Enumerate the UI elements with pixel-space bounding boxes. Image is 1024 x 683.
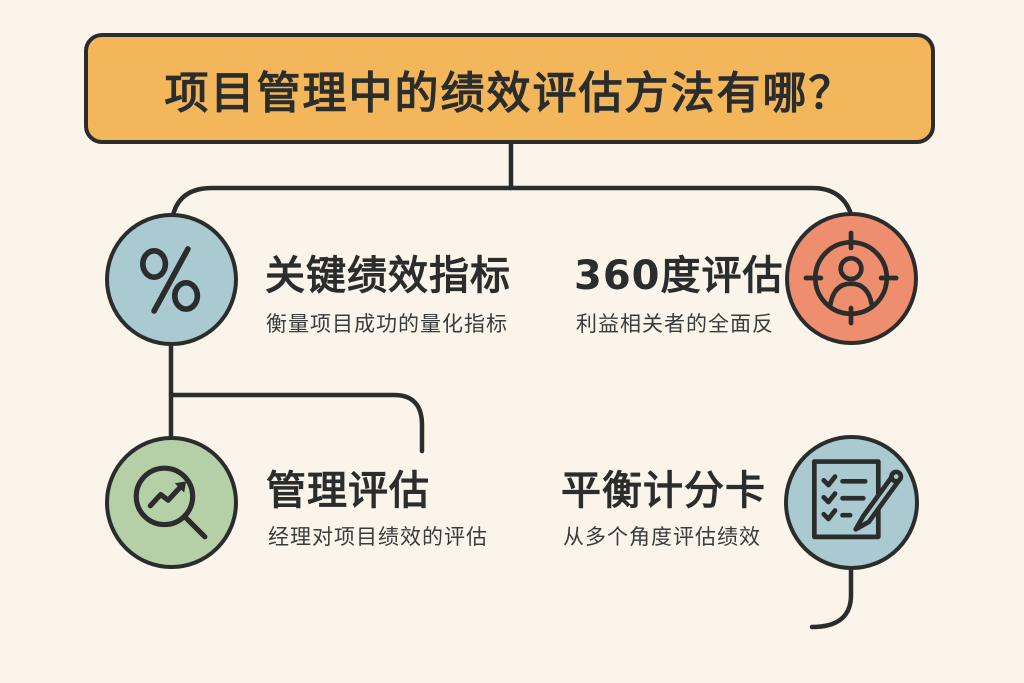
checklist-pencil-icon [811, 459, 904, 540]
feedback360-title: 360度评估 [574, 253, 784, 299]
scorecard-title: 平衡计分卡 [561, 468, 766, 514]
magnifier-trend-icon [133, 465, 208, 540]
page-title: 项目管理中的绩效评估方法有哪？ [164, 67, 855, 119]
target-person-icon [803, 230, 899, 326]
scorecard-subtitle: 从多个角度评估绩效 [563, 525, 761, 549]
management-subtitle: 经理对项目绩效的评估 [268, 525, 488, 549]
kpi-circle [105, 213, 238, 346]
kpi-title: 关键绩效指标 [265, 253, 511, 299]
management-title: 管理评估 [266, 468, 430, 514]
scorecard-circle [784, 435, 919, 570]
feedback360-circle [785, 212, 918, 345]
title-banner: 项目管理中的绩效评估方法有哪？ [84, 33, 935, 144]
percent-icon [140, 246, 201, 314]
kpi-subtitle: 衡量项目成功的量化指标 [266, 312, 508, 336]
feedback360-subtitle: 利益相关者的全面反 [576, 312, 774, 336]
management-circle [105, 436, 238, 569]
